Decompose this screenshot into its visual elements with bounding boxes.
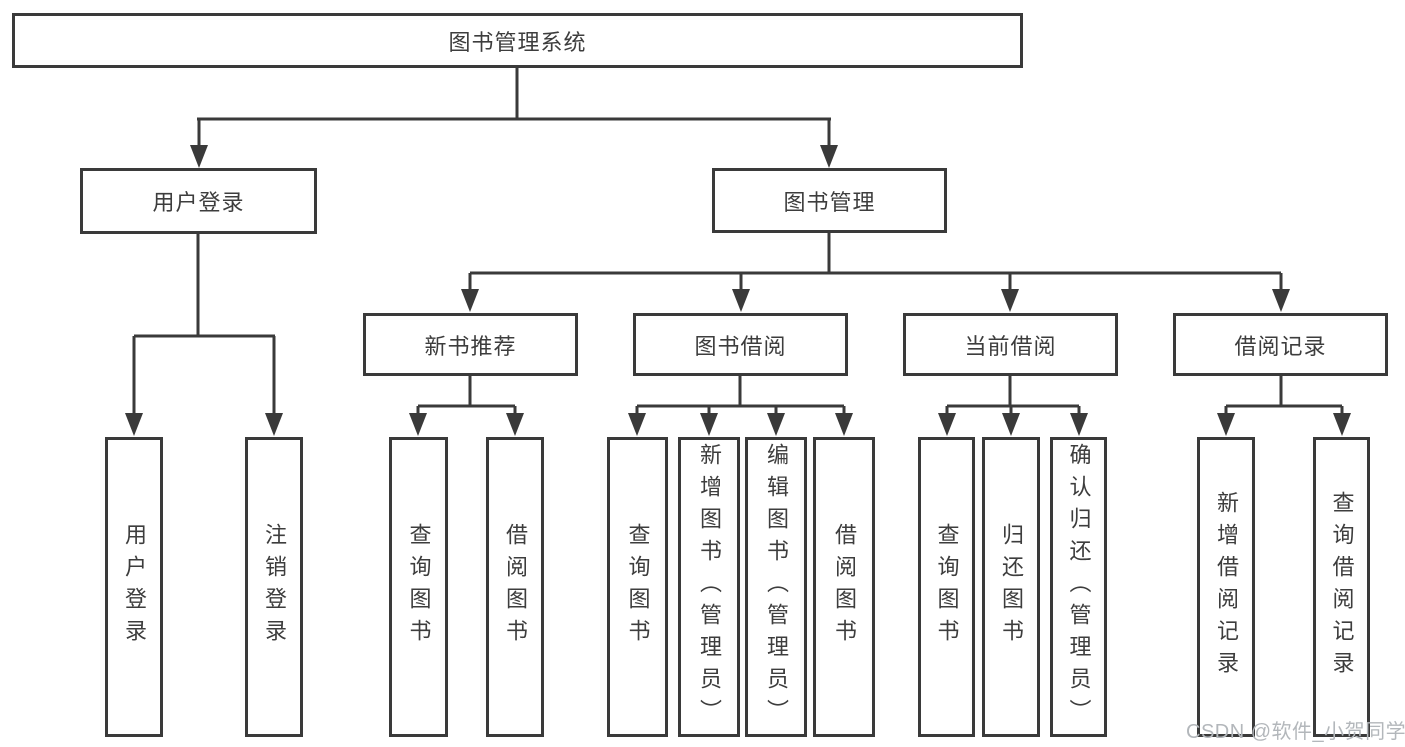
leaf-add-borrow-record-label: 新增借阅记录 (1214, 491, 1239, 683)
node-book-borrowing: 图书借阅 (633, 313, 848, 376)
node-book-management: 图书管理 (712, 168, 947, 233)
leaf-query-books-recommend: 查询图书 (389, 437, 448, 737)
node-current-borrowing-label: 当前借阅 (964, 333, 1057, 359)
leaf-add-books-admin-label: 新增图书（管理员） (697, 443, 722, 731)
connector-current-group (938, 376, 1088, 436)
node-user-login-label: 用户登录 (152, 190, 245, 215)
node-borrowing-records: 借阅记录 (1173, 313, 1388, 376)
node-current-borrowing: 当前借阅 (903, 313, 1118, 376)
leaf-borrow-books: 借阅图书 (813, 437, 875, 737)
leaf-query-books-current: 查询图书 (918, 437, 975, 737)
connector-borrow-group (628, 376, 853, 436)
connector-recommend-group (409, 376, 524, 436)
leaf-user-login-label: 用户登录 (122, 523, 147, 651)
leaf-user-login: 用户登录 (105, 437, 163, 737)
leaf-query-books-current-label: 查询图书 (934, 523, 960, 651)
leaf-query-borrow-record-label: 查询借阅记录 (1329, 491, 1355, 683)
node-user-login: 用户登录 (80, 168, 317, 234)
leaf-query-books-borrow: 查询图书 (607, 437, 668, 737)
node-new-book-recommend-label: 新书推荐 (424, 333, 517, 359)
node-borrowing-records-label: 借阅记录 (1234, 333, 1327, 359)
leaf-edit-books-admin: 编辑图书（管理员） (745, 437, 807, 737)
leaf-borrow-books-recommend: 借阅图书 (486, 437, 544, 737)
leaf-query-books-borrow-label: 查询图书 (625, 523, 651, 651)
connector-records-group (1217, 376, 1351, 436)
csdn-watermark: CSDN @软件_小贺同学 (1186, 721, 1405, 743)
leaf-borrow-books-recommend-label: 借阅图书 (503, 523, 528, 651)
leaf-query-books-recommend-label: 查询图书 (406, 523, 432, 651)
node-book-borrowing-label: 图书借阅 (694, 333, 787, 359)
leaf-add-books-admin: 新增图书（管理员） (678, 437, 740, 737)
leaf-confirm-return-admin-label: 确认归还（管理员） (1066, 443, 1092, 731)
leaf-return-books: 归还图书 (982, 437, 1040, 737)
leaf-borrow-books-label: 借阅图书 (832, 523, 857, 651)
node-root-system: 图书管理系统 (12, 13, 1023, 68)
connector-mgmt-to-level3 (461, 233, 1290, 312)
leaf-logout: 注销登录 (245, 437, 303, 737)
leaf-confirm-return-admin: 确认归还（管理员） (1050, 437, 1107, 737)
node-book-management-label: 图书管理 (783, 189, 876, 215)
node-root-label: 图书管理系统 (448, 29, 587, 55)
node-new-book-recommend: 新书推荐 (363, 313, 578, 376)
leaf-return-books-label: 归还图书 (999, 523, 1024, 651)
connector-login-to-leaves: <274 x="0"> (125, 234, 283, 436)
leaf-add-borrow-record: 新增借阅记录 (1197, 437, 1255, 737)
leaf-edit-books-admin-label: 编辑图书（管理员） (764, 443, 789, 731)
leaf-logout-label: 注销登录 (262, 523, 287, 651)
connector-root-to-level2 (190, 68, 838, 168)
leaf-query-borrow-record: 查询借阅记录 (1313, 437, 1370, 737)
